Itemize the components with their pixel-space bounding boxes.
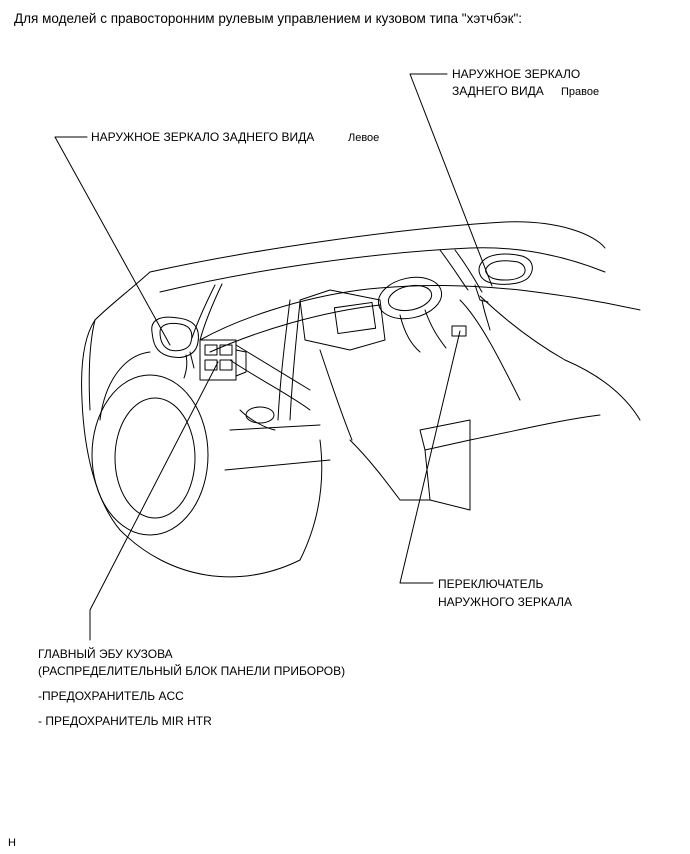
body-ecu-label-line2: (РАСПРЕДЕЛИТЕЛЬНЫЙ БЛОК ПАНЕЛИ ПРИБОРОВ) bbox=[38, 664, 346, 678]
center-stack bbox=[299, 289, 386, 351]
windshield-top-line bbox=[149, 221, 606, 273]
mirror-switch-label-line2: НАРУЖНОГО ЗЕРКАЛА bbox=[438, 595, 572, 609]
dashboard-top bbox=[199, 284, 521, 341]
display-screen bbox=[333, 301, 377, 335]
left-mirror bbox=[151, 316, 199, 358]
front-wheel-inner bbox=[114, 397, 196, 519]
left-mirror-label: НАРУЖНОЕ ЗЕРКАЛО ЗАДНЕГО ВИДА bbox=[91, 130, 315, 144]
footer-code: H bbox=[8, 837, 16, 849]
windshield-inner-line bbox=[159, 247, 471, 293]
right-mirror-label-line1: НАРУЖНОЕ ЗЕРКАЛО bbox=[452, 67, 581, 81]
leader-mirror-switch bbox=[399, 330, 461, 584]
right-mirror bbox=[478, 253, 533, 285]
right-mirror-label-line2: ЗАДНЕГО ВИДА bbox=[452, 84, 544, 98]
right-mirror-side: Правое bbox=[561, 86, 600, 98]
leader-right-mirror bbox=[409, 73, 493, 287]
console-box bbox=[419, 419, 471, 451]
body-ecu-label-line1: ГЛАВНЫЙ ЭБУ КУЗОВА bbox=[38, 647, 173, 661]
leader-ecu-to-dash bbox=[235, 344, 311, 391]
body-ecu-junction-block bbox=[199, 339, 247, 381]
leader-body-ecu bbox=[89, 361, 219, 641]
steering-wheel bbox=[377, 276, 443, 320]
leader-left-mirror bbox=[54, 136, 171, 346]
front-wheel-outer bbox=[91, 374, 209, 536]
mirror-switch-label-line1: ПЕРЕКЛЮЧАТЕЛЬ bbox=[438, 577, 544, 591]
left-mirror-side: Левое bbox=[348, 132, 380, 144]
fuse-acc-label: -ПРЕДОХРАНИТЕЛЬ ACC bbox=[38, 689, 184, 703]
a-pillar-right bbox=[439, 249, 469, 291]
front-fender-left bbox=[81, 319, 301, 578]
fuse-mir-htr-label: - ПРЕДОХРАНИТЕЛЬ MIR HTR bbox=[38, 714, 212, 728]
page-title: Для моделей с правосторонним рулевым упр… bbox=[14, 11, 523, 26]
a-pillar-left bbox=[94, 271, 151, 321]
